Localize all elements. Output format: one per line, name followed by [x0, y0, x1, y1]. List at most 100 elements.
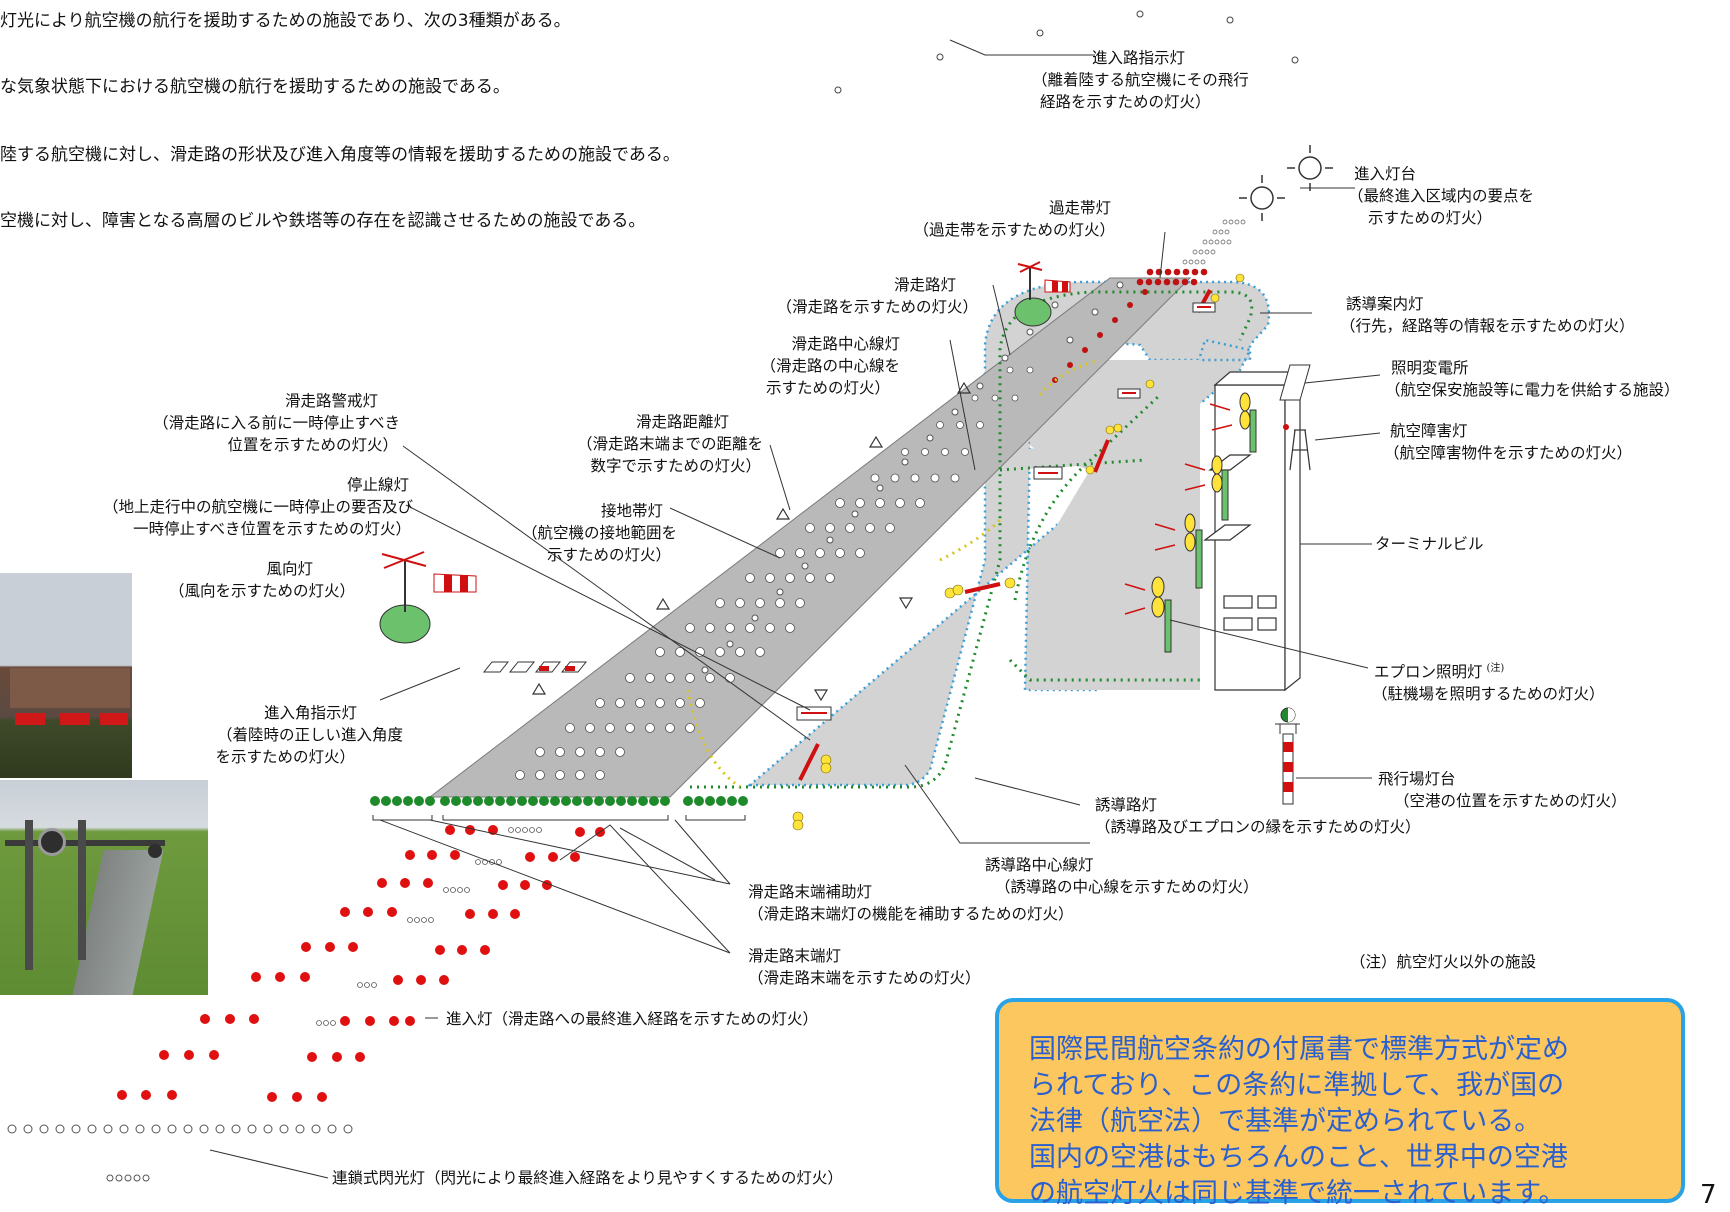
- label-teishisen-desc2: 一時停止すべき位置を示すための灯火）: [133, 520, 411, 538]
- distance-marker-triangles: [531, 381, 972, 702]
- terminal-building: [1203, 370, 1302, 692]
- airport-building-photo: [0, 573, 132, 778]
- callout-line-2: られており、この条約に準拠して、我が国の: [1029, 1070, 1565, 1101]
- label-hikojo: 飛行場灯台 （空港の位置を示すための灯火）: [1376, 768, 1627, 812]
- leader-lines: [209, 39, 1381, 1179]
- label-mattan-name: 滑走路末端灯: [748, 947, 842, 965]
- label-terminal: ターミナルビル: [1375, 533, 1484, 555]
- label-teishisen-name: 停止線灯: [346, 476, 409, 494]
- route-indicator-lights: [834, 10, 1299, 94]
- runway-centerline-red-lights: [1052, 289, 1148, 383]
- label-shinnyukaku-desc1: （着陸時の正しい進入角度: [216, 726, 403, 744]
- label-yudoro-chushin-desc1: （誘導路の中心線を示すための灯火）: [995, 878, 1259, 896]
- label-kyori: 滑走路距離灯 （滑走路末端までの距離を 数字で示すための灯火）: [553, 411, 763, 477]
- label-keikai-desc1: （滑走路に入る前に一時停止すべき: [153, 414, 400, 432]
- label-shinnyukaku-name: 進入角指示灯: [263, 704, 357, 722]
- label-setchitai-desc1: （航空機の接地範囲を: [521, 524, 677, 542]
- label-kyori-desc2: 数字で示すための灯火）: [590, 457, 761, 475]
- label-mattan-hojo-desc1: （滑走路末端灯の機能を補助するための灯火）: [748, 905, 1074, 923]
- label-shinnyukaku: 進入角指示灯 （着陸時の正しい進入角度 を示すための灯火）: [195, 702, 403, 768]
- label-chushinsen-desc1: （滑走路の中心線を: [760, 357, 900, 375]
- label-fuko-desc1: （風向を示すための灯火）: [168, 582, 355, 600]
- aerodrome-beacon: [1275, 707, 1300, 805]
- label-mattan: 滑走路末端灯 （滑走路末端を示すための灯火）: [748, 945, 981, 989]
- label-kassoro-name: 滑走路灯: [893, 276, 956, 294]
- sequenced-flash-row: [7, 1124, 353, 1182]
- label-yudoro-name: 誘導路灯: [1095, 796, 1158, 814]
- approach-lights: [117, 825, 605, 1102]
- label-shinnyu-todai-desc1: （最終進入区域内の要点を: [1348, 187, 1535, 205]
- label-chushinsen: 滑走路中心線灯 （滑走路の中心線を 示すための灯火）: [700, 333, 900, 399]
- label-rensa: 連鎖式閃光灯（閃光により最終進入経路をより見やすくするための灯火）: [332, 1167, 843, 1189]
- label-kasotai-desc1: （過走帯を示すための灯火）: [913, 221, 1115, 239]
- label-yudoro-chushin-name: 誘導路中心線灯: [985, 856, 1094, 874]
- label-yudoro-desc1: （誘導路及びエプロンの縁を示すための灯火）: [1095, 818, 1421, 836]
- intro-line-2: な気象状態下における航空機の航行を援助するための施設である。: [0, 77, 510, 97]
- runway-edge-lights: [701, 281, 1124, 674]
- label-henden-name: 照明変電所: [1391, 359, 1469, 377]
- label-setchitai: 接地帯灯 （航空機の接地範囲を 示すための灯火）: [505, 500, 677, 566]
- label-henden: 照明変電所 （航空保安施設等に電力を供給する施設）: [1385, 357, 1680, 401]
- label-yudoro-chushin: 誘導路中心線灯 （誘導路の中心線を示すための灯火）: [985, 854, 1259, 898]
- label-keikai-desc2: 位置を示すための灯火）: [227, 436, 398, 454]
- label-apron: エプロン照明灯(注) （駐機場を照明するための灯火）: [1372, 658, 1605, 705]
- wind-cone-icon: [1014, 261, 1071, 327]
- label-shinnyuro-name: 進入路指示灯: [1092, 49, 1186, 67]
- label-yudo-annai: 誘導案内灯 （行先，経路等の情報を示すための灯火）: [1340, 293, 1635, 337]
- approach-far-end-lights: [1182, 219, 1246, 265]
- label-apron-note: (注): [1486, 663, 1505, 674]
- callout-line-4: 国内の空港はもちろんのこと、世界中の空港: [1029, 1142, 1568, 1173]
- callout-line-3: 法律（航空法）で基準が定められている。: [1029, 1106, 1542, 1137]
- lighting-substation: [1279, 364, 1311, 401]
- runway-guard-lights: [792, 273, 1245, 831]
- label-terminal-name: ターミナルビル: [1375, 535, 1484, 553]
- exit-lights: [686, 358, 1101, 789]
- intro-line-1: 灯光により航空機の航行を援助するための施設であり、次の3種類がある。: [0, 11, 571, 31]
- threshold-brackets: [372, 815, 746, 821]
- callout-line-1: 国際民間航空条約の付属書で標準方式が定め: [1029, 1034, 1569, 1065]
- page-number: 7: [1700, 1180, 1717, 1210]
- label-shogai-desc1: （航空障害物件を示すための灯火）: [1384, 444, 1633, 462]
- label-shinnyuro: 進入路指示灯 （離着陸する航空機にその飛行 経路を示すための灯火）: [1032, 47, 1249, 113]
- apron-floodlights: [1151, 392, 1257, 653]
- taxiway-centerline-lights: [690, 290, 1254, 789]
- label-kassoro: 滑走路灯 （滑走路を示すための灯火）: [740, 274, 978, 318]
- label-mattan-hojo-name: 滑走路末端補助灯: [748, 883, 873, 901]
- label-hikojo-name: 飛行場灯台: [1378, 770, 1456, 788]
- label-kassoro-desc1: （滑走路を示すための灯火）: [776, 298, 978, 316]
- label-kasotai: 過走帯灯 （過走帯を示すための灯火）: [875, 197, 1115, 241]
- label-note: （注）航空灯火以外の施設: [1350, 951, 1536, 973]
- wind-cone-icon-large: [379, 551, 477, 644]
- label-shinnyuro-desc2: 経路を示すための灯火）: [1040, 93, 1211, 111]
- label-mattan-desc1: （滑走路末端を示すための灯火）: [748, 969, 981, 987]
- label-kyori-name: 滑走路距離灯: [635, 413, 729, 431]
- label-shinnyukaku-desc2: を示すための灯火）: [215, 748, 355, 766]
- sequenced-flashing-lights: [316, 827, 542, 1026]
- label-yudo-annai-desc1: （行先，経路等の情報を示すための灯火）: [1340, 317, 1635, 335]
- label-shinnyuro-desc1: （離着陸する航空機にその飛行: [1032, 71, 1249, 89]
- label-chushinsen-desc2: 示すための灯火）: [765, 379, 890, 397]
- label-mattan-hojo: 滑走路末端補助灯 （滑走路末端灯の機能を補助するための灯火）: [748, 881, 1074, 925]
- label-teishisen: 停止線灯 （地上走行中の航空機に一時停止の要否及び 一時停止すべき位置を示すため…: [48, 474, 413, 540]
- papi-units: [482, 661, 588, 673]
- label-rensa-text: 連鎖式閃光灯（閃光により最終進入経路をより見やすくするための灯火）: [332, 1169, 843, 1187]
- standards-callout: 国際民間航空条約の付属書で標準方式が定め られており、この条約に準拠して、我が国…: [995, 998, 1685, 1209]
- label-yudo-annai-name: 誘導案内灯: [1346, 295, 1424, 313]
- label-yudoro: 誘導路灯 （誘導路及びエプロンの縁を示すための灯火）: [1085, 794, 1421, 838]
- approach-light-photo: [0, 780, 208, 995]
- intro-line-3: 陸する航空機に対し、滑走路の形状及び進入角度等の情報を援助するための施設である。: [0, 145, 680, 165]
- threshold-lights: [370, 796, 748, 806]
- label-keikai-name: 滑走路警戒灯: [284, 392, 378, 410]
- label-kyori-desc1: （滑走路末端までの距離を: [576, 435, 763, 453]
- label-shinnyuto-text: 進入灯（滑走路への最終進入経路を示すための灯火）: [446, 1010, 819, 1028]
- label-shogai-name: 航空障害灯: [1390, 422, 1468, 440]
- label-chushinsen-name: 滑走路中心線灯: [791, 335, 900, 353]
- label-teishisen-desc1: （地上走行中の航空機に一時停止の要否及び: [102, 498, 413, 516]
- apron-light-rays: [1124, 403, 1233, 615]
- stop-bars: [798, 289, 1212, 781]
- label-shogai: 航空障害灯 （航空障害物件を示すための灯火）: [1384, 420, 1632, 464]
- label-kasotai-name: 過走帯灯: [1048, 199, 1111, 217]
- callout-line-5: の航空灯火は同じ基準で統一されています。: [1029, 1178, 1566, 1209]
- label-keikai: 滑走路警戒灯 （滑走路に入る前に一時停止すべき 位置を示すための灯火）: [110, 390, 400, 456]
